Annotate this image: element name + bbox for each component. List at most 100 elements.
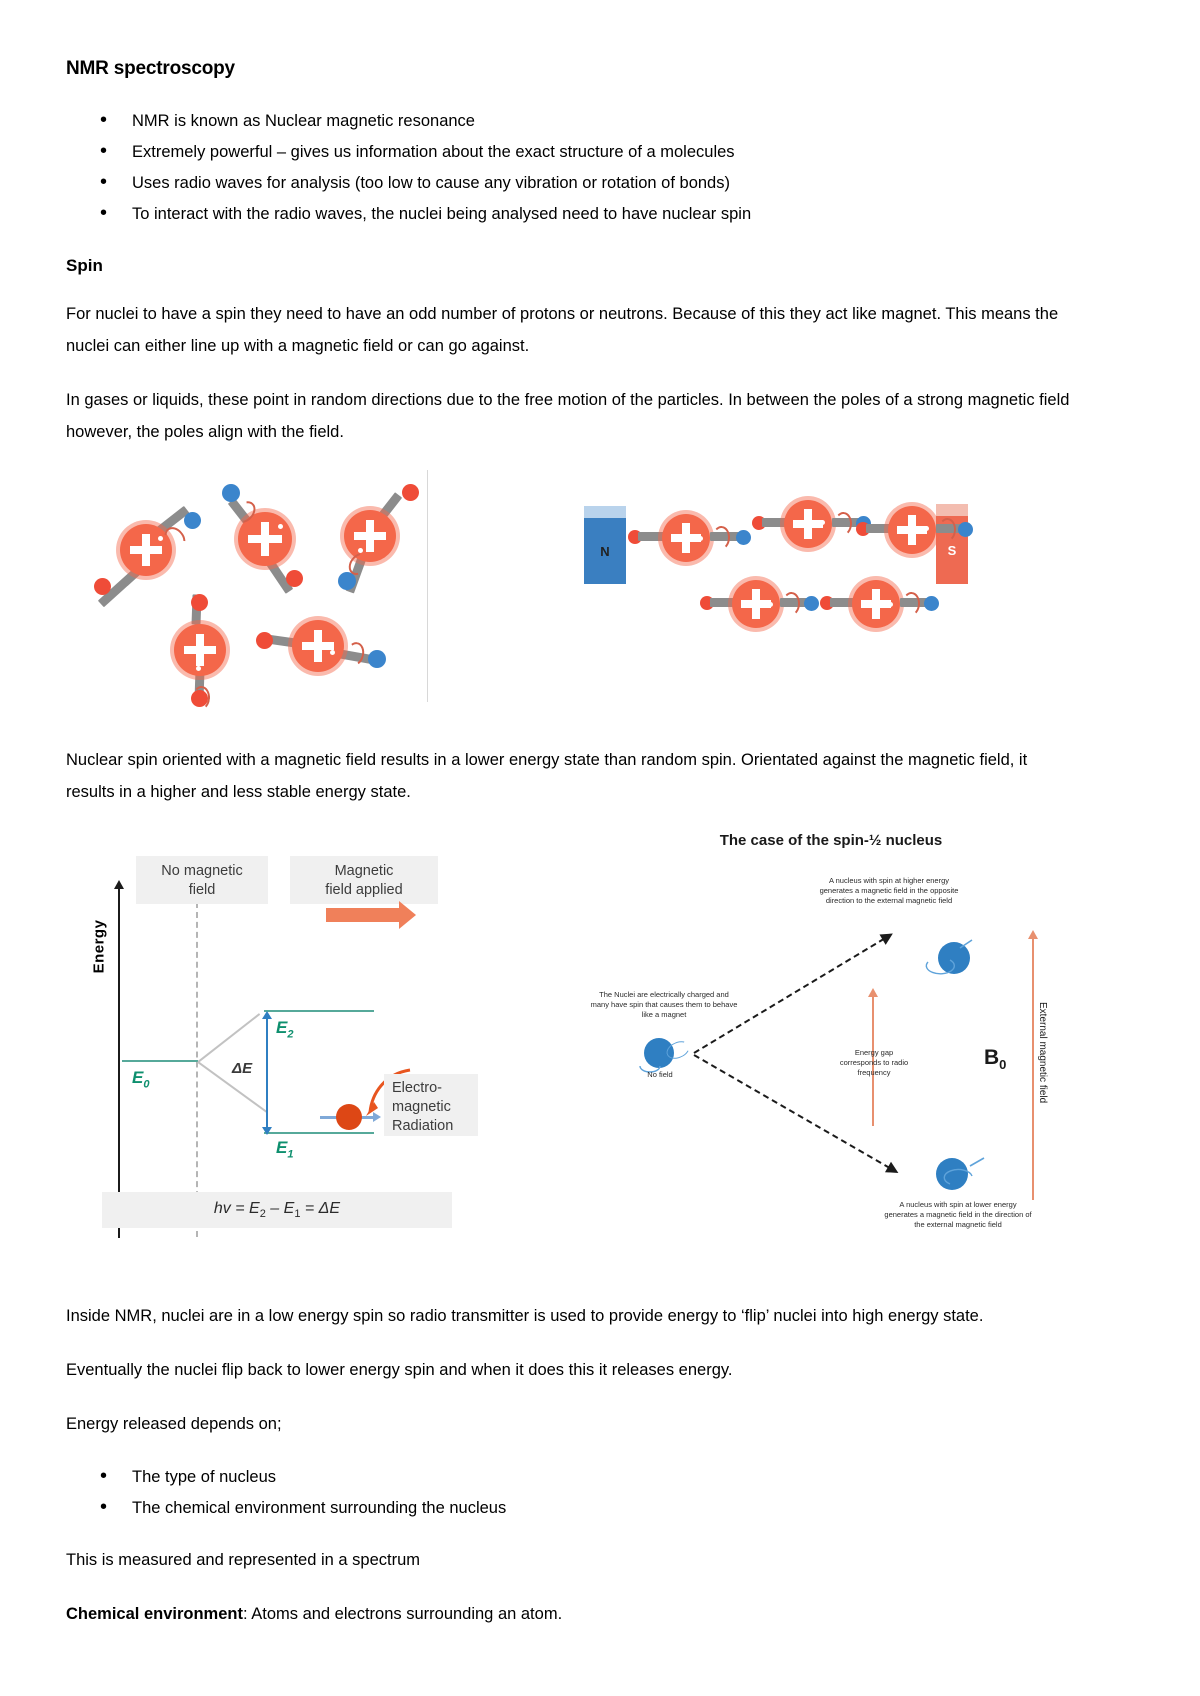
list-item: Uses radio waves for analysis (too low t… [100,167,1076,199]
nucleus-proton [344,510,396,562]
energy-axis-label: Energy [90,919,108,974]
level-label-e2: E2 [276,1018,294,1041]
nucleus-proton [292,620,344,672]
nucleus-proton [888,506,936,554]
atom-red [94,578,111,595]
note-lower-energy: A nucleus with spin at lower energy gene… [884,1200,1032,1229]
nucleus-no-field [644,1038,674,1068]
plus-sign [302,642,334,650]
plus-sign [130,546,162,554]
level-label-e0: E0 [132,1068,150,1091]
atom-blue [184,512,201,529]
spin-arc-icon [191,685,211,711]
document-content: NMR spectroscopy NMR is known as Nuclear… [66,58,1076,1652]
nucleus-proton [852,580,900,628]
section-heading-spin: Spin [66,256,103,275]
atom-red [191,594,208,611]
highlight-dot [768,602,773,607]
nucleus-proton [174,624,226,676]
list-item: To interact with the radio waves, the nu… [100,198,1076,230]
nucleus-proton [784,500,832,548]
spin-paragraph-1: For nuclei to have a spin they need to h… [66,305,1059,355]
highlight-dot [278,524,283,529]
spin-half-title: The case of the spin-½ nucleus [719,832,943,849]
nucleus-proton [120,524,172,576]
after-figure-paragraph-1: Inside NMR, nuclei are in a low energy s… [66,1307,984,1325]
spin-arc-icon [343,640,367,668]
figure-energy-row: Energy No magnetic field Magnetic field … [66,830,1076,1270]
bond [762,518,790,527]
highlight-dot [330,650,335,655]
bond [710,532,740,541]
nucleus-proton [732,580,780,628]
highlight-dot [888,602,893,607]
magnet-cap [584,506,626,518]
spin-arrow-upper-icon [925,939,973,975]
energy-equation-box: hv = E2 – E1 = ΔE [102,1192,452,1229]
split-line-upper [197,1013,260,1063]
atom-red [402,484,419,501]
figure-energy-levels: Energy No magnetic field Magnetic field … [80,842,480,1242]
atom-blue [222,484,240,502]
label-magnetic-field-applied: Magnetic field applied [290,856,438,904]
bond [900,598,928,607]
atom-blue [804,596,819,611]
bond [780,598,808,607]
plus-sign [354,532,386,540]
list-item: The type of nucleus [100,1461,1076,1493]
spin-arc-icon [781,591,801,617]
atom-blue [924,596,939,611]
figure-spin-half-nucleus: The case of the spin-½ nucleus A nucleus… [586,830,1048,1270]
figure-spin-orientation-row: N S [66,470,1076,720]
level-line-e1 [264,1132,374,1134]
atom-red [286,570,303,587]
plus-sign [793,520,823,528]
nucleus-lower-energy [936,1158,968,1190]
plus-sign [897,526,927,534]
nucleus-proton [238,512,292,566]
level-line-e2 [264,1010,374,1012]
highlight-dot [698,536,703,541]
atom-blue [736,530,751,545]
chemical-environment-text: : Atoms and electrons surrounding an ato… [242,1605,563,1623]
delta-e-arrow-icon [262,1011,272,1135]
delta-e-label: ΔE [232,1060,253,1077]
label-electromagnetic-radiation: Electro- magnetic Radiation [384,1074,478,1136]
measured-paragraph: This is measured and represented in a sp… [66,1551,421,1569]
field-direction-arrow-icon [326,901,416,929]
atom-blue [368,650,386,668]
photon-ball-icon [336,1104,362,1130]
spin-arc-icon [833,511,853,537]
highlight-dot [924,526,929,531]
magnet-cap [936,504,968,516]
energy-gap-arrow-icon [869,988,877,1126]
highlight-dot [820,520,825,525]
nucleus-proton [662,514,710,562]
field-divider-line [196,892,198,1237]
list-item: The chemical environment surrounding the… [100,1492,1076,1524]
atom-red [256,632,273,649]
note-energy-gap: Energy gap corresponds to radio frequenc… [839,1048,909,1077]
external-field-arrow-icon [1029,930,1037,1200]
highlight-dot [358,548,363,553]
note-no-field: No field [647,1070,673,1079]
bond [936,524,962,533]
after-figure-paragraph-2: Eventually the nuclei flip back to lower… [66,1361,733,1379]
atom-red [191,690,208,707]
spin-arc-icon [711,525,731,551]
magnet-north-pole: N [584,506,626,584]
highlight-dot [158,536,163,541]
plus-sign [184,646,216,654]
chemical-environment-term: Chemical environment [66,1605,243,1623]
magnet-north-label: N [584,518,626,584]
energy-state-paragraph: Nuclear spin oriented with a magnetic fi… [66,751,1028,801]
bond [866,524,892,533]
spin-arc-icon [901,591,921,617]
magnet-south-pole: S [936,504,968,584]
figure-random-spin [80,470,428,711]
energy-axis [114,880,124,1238]
plus-sign [671,534,701,542]
plus-sign [741,600,771,608]
bond [638,532,668,541]
